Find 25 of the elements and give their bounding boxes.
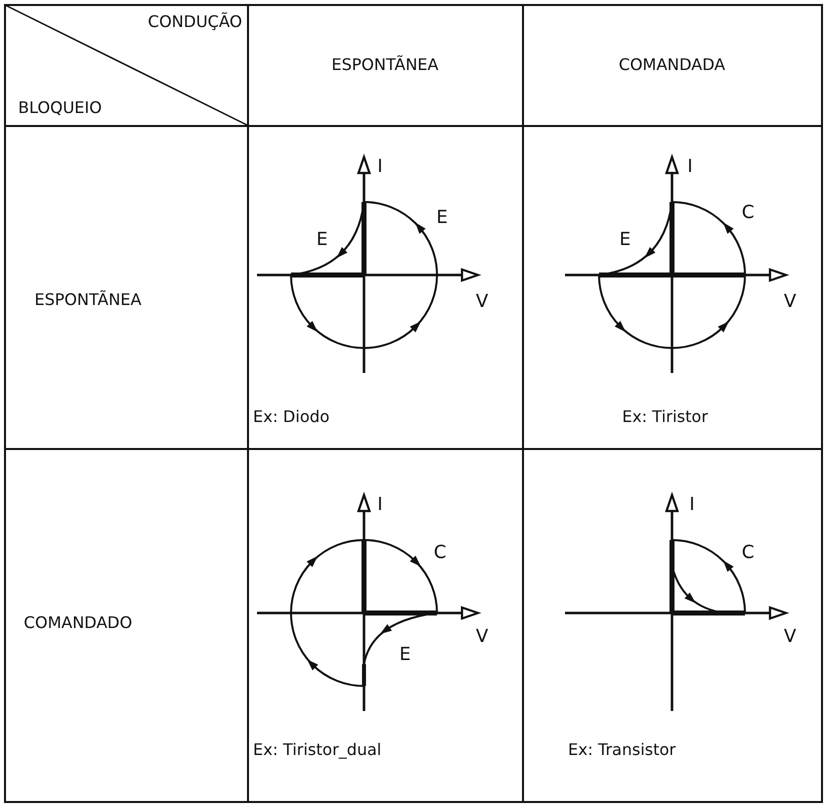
axis-label: V <box>784 292 796 312</box>
axis-label: I <box>377 157 383 177</box>
axis-label: I <box>377 495 383 515</box>
example-caption: Ex: Tiristor_dual <box>253 740 382 760</box>
example-caption: Ex: Diodo <box>253 407 330 427</box>
axis-label: V <box>476 627 488 647</box>
row-heading: ESPONTÃNEA <box>34 290 142 310</box>
curve-label: E <box>399 645 411 665</box>
example-caption: Ex: Transistor <box>568 740 676 760</box>
column-heading: COMANDADA <box>618 55 726 75</box>
curve-label: C <box>742 543 754 563</box>
curve-label: E <box>436 208 448 228</box>
axis-label: I <box>687 157 693 177</box>
axis-label: V <box>784 627 796 647</box>
row-group-heading: BLOQUEIO <box>18 98 102 118</box>
curve-label: C <box>742 203 754 223</box>
row-heading: COMANDADO <box>24 613 132 633</box>
axis-label: I <box>689 495 695 515</box>
column-heading: ESPONTÃNEA <box>332 55 438 75</box>
example-caption: Ex: Tiristor <box>622 407 708 427</box>
axis-label: V <box>476 292 488 312</box>
curve-label: E <box>619 230 631 250</box>
curve-label: E <box>316 230 328 250</box>
column-group-heading: CONDUÇÃO <box>148 12 242 32</box>
curve-label: C <box>434 543 446 563</box>
